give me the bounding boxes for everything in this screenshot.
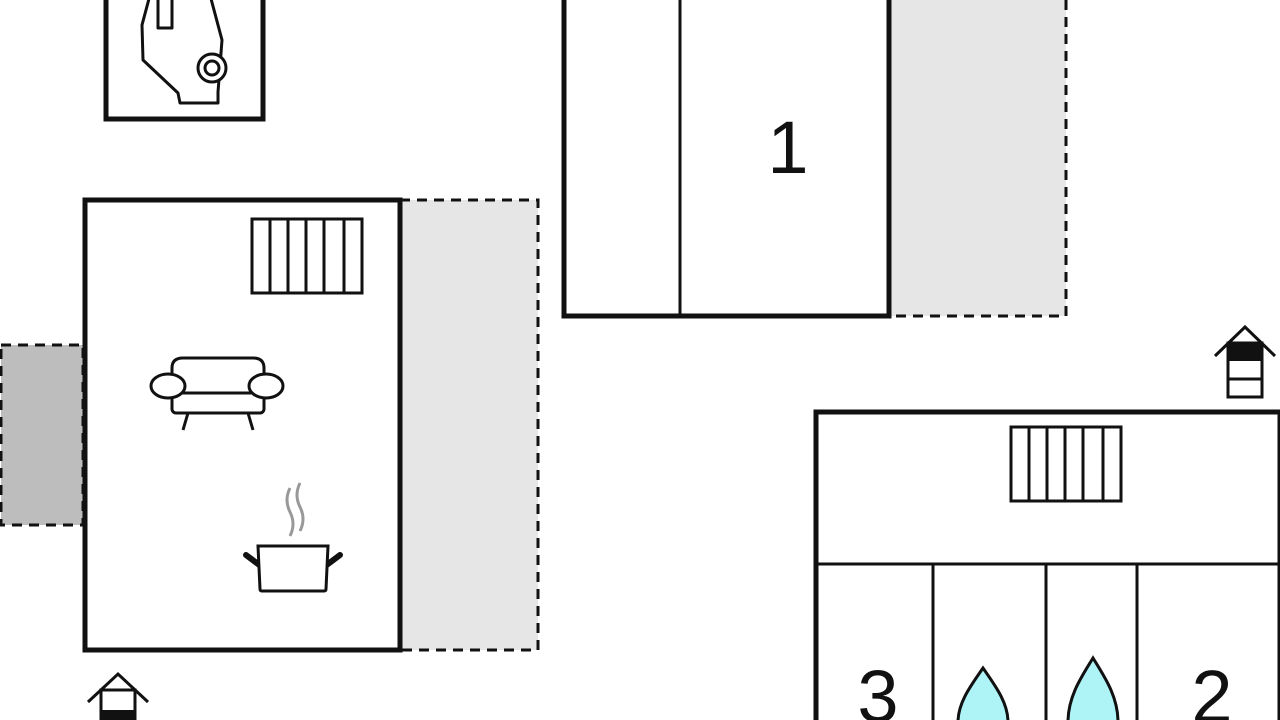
radiator-icon — [250, 217, 364, 295]
entrance-arrow-icon — [1213, 324, 1277, 399]
entrance-arrow-icon — [86, 671, 150, 720]
radiator-icon — [1009, 425, 1123, 503]
car-icon — [140, 0, 228, 105]
water-drop-icon — [956, 665, 1010, 720]
terrace-right-of-living-area — [398, 198, 540, 652]
bedroom-bathroom-block: 3 2 — [813, 409, 1280, 720]
room-1: 1 — [561, 0, 892, 319]
living-area — [82, 197, 403, 653]
parking-area — [103, 0, 266, 122]
room-1-label: 1 — [767, 106, 808, 189]
room-2-label: 2 — [1191, 655, 1232, 720]
terrace-right-of-room-1 — [887, 0, 1068, 318]
cooking-pot-icon — [243, 482, 343, 593]
room-3-label: 3 — [857, 655, 898, 720]
covered-terrace-left — [0, 343, 85, 527]
water-drop-icon — [1066, 655, 1120, 720]
sofa-icon — [149, 356, 285, 431]
